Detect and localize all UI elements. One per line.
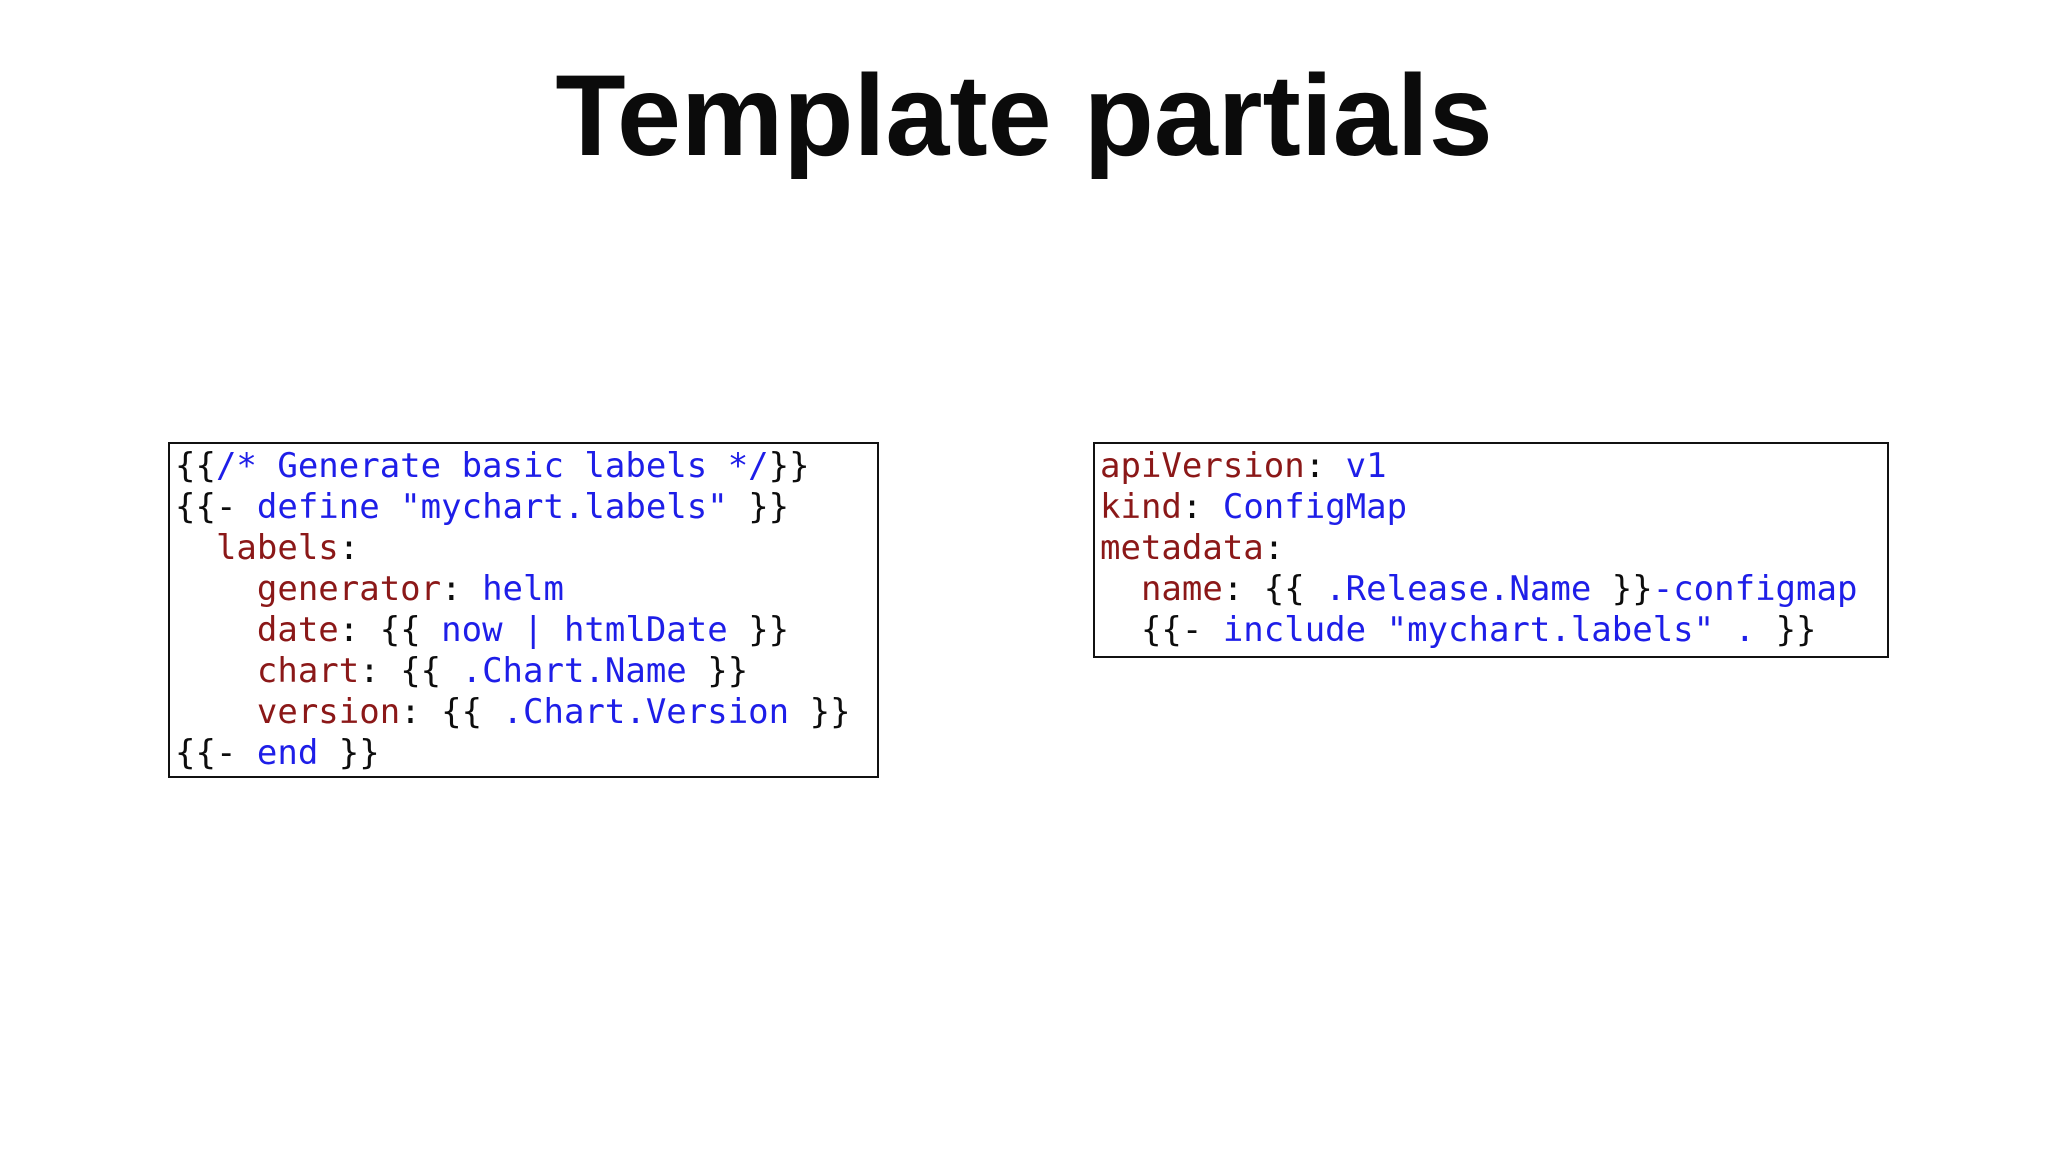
code-token-plain [1100,569,1141,609]
code-token-value: "mychart.labels" [1386,610,1715,650]
code-line: metadata: [1100,528,1883,569]
slide-title: Template partials [555,52,1493,180]
code-token-value: v1 [1345,446,1387,486]
code-line: {{- include "mychart.labels" . }} [1100,610,1883,651]
code-token-value: helm [482,569,564,609]
code-token-plain: }} [727,610,790,650]
code-token-plain: }} [727,487,790,527]
code-token-key: metadata [1100,528,1264,568]
code-token-key: chart [256,651,360,691]
code-token-value: . [1734,610,1756,650]
code-line: date: {{ now | htmlDate }} [175,610,873,651]
code-token-value: -configmap [1652,569,1858,609]
code-token-plain [175,569,257,609]
code-token-key: apiVersion [1100,446,1305,486]
code-token-plain: : {{ [400,692,503,732]
code-token-plain [175,651,257,691]
code-token-plain: : [441,569,483,609]
code-token-plain: {{- [175,487,257,527]
code-line: name: {{ .Release.Name }}-configmap [1100,569,1883,610]
code-line: version: {{ .Chart.Version }} [175,692,873,733]
code-token-key: kind [1100,487,1182,527]
code-token-key: labels [215,528,339,568]
code-token-plain: }} [1591,569,1653,609]
code-token-plain [175,528,216,568]
code-token-value: end [256,733,319,773]
code-token-plain: : [1263,528,1285,568]
code-token-plain: }} [768,446,810,486]
code-token-plain: : [1181,487,1223,527]
code-token-key: name [1140,569,1223,609]
code-token-plain [1714,610,1734,650]
code-token-plain [1366,610,1386,650]
code-line: apiVersion: v1 [1100,446,1883,487]
code-line: labels: [175,528,873,569]
code-line: {{- define "mychart.labels" }} [175,487,873,528]
code-token-value: ConfigMap [1222,487,1408,527]
code-token-plain: }} [789,692,851,732]
code-token-plain: }} [318,733,380,773]
code-token-value: /* Generate basic labels */ [215,446,769,486]
code-token-plain [175,610,257,650]
code-token-plain: : {{ [1222,569,1326,609]
code-token-key: generator [256,569,442,609]
code-token-plain [380,487,400,527]
code-token-plain [175,692,257,732]
code-token-plain: : [1304,446,1346,486]
code-token-plain: }} [1755,610,1817,650]
code-token-value: include [1222,610,1367,650]
code-token-plain: : {{ [359,651,462,691]
code-token-plain: {{- [175,733,257,773]
code-token-value: now | htmlDate [441,610,728,650]
code-panel-partial-definition: {{/* Generate basic labels */}}{{- defin… [168,442,879,778]
code-line: {{/* Generate basic labels */}} [175,446,873,487]
code-token-plain: : [338,528,360,568]
code-token-value: "mychart.labels" [400,487,728,527]
code-line: generator: helm [175,569,873,610]
code-token-value: .Chart.Version [502,692,790,732]
code-token-key: version [256,692,401,732]
code-token-value: .Release.Name [1325,569,1592,609]
code-token-plain: }} [686,651,749,691]
code-token-plain: {{- [1100,610,1223,650]
code-token-value: .Chart.Name [461,651,687,691]
code-line: chart: {{ .Chart.Name }} [175,651,873,692]
code-token-plain: : {{ [338,610,442,650]
code-line: kind: ConfigMap [1100,487,1883,528]
code-token-plain: {{ [175,446,216,486]
code-line: {{- end }} [175,733,873,774]
code-token-value: define [256,487,380,527]
code-token-key: date [256,610,339,650]
